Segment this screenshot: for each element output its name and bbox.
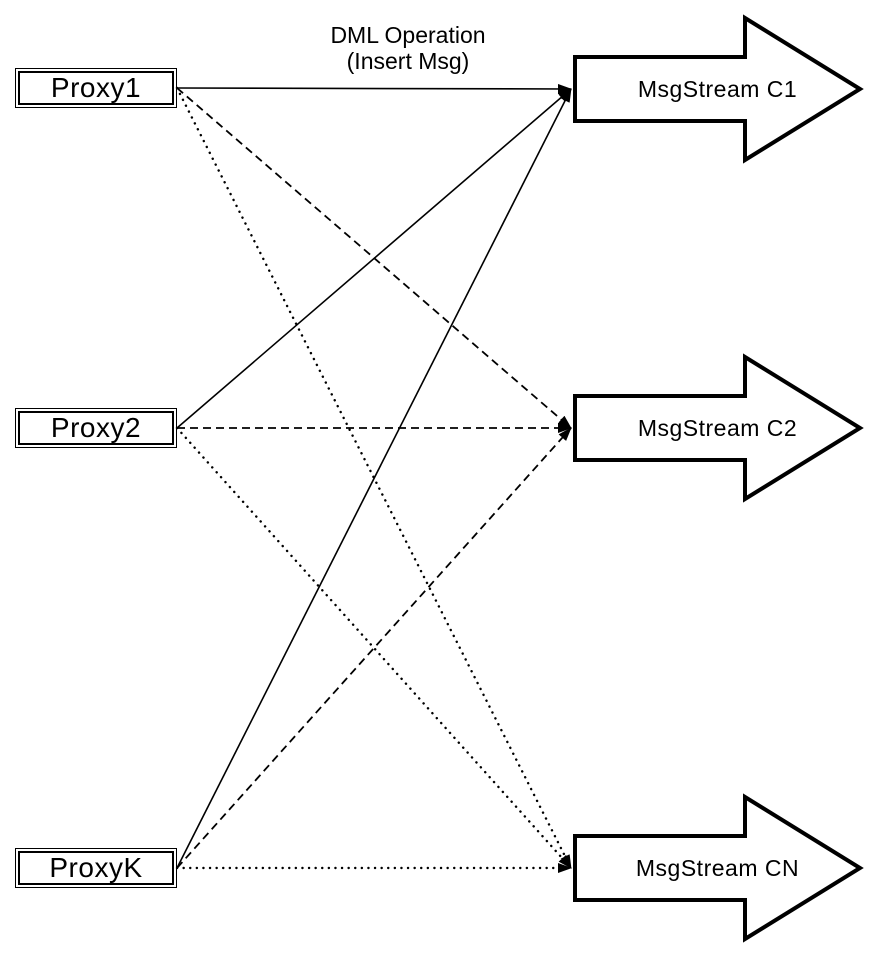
proxyk-node: ProxyK [15,848,177,888]
proxy2-label: Proxy2 [50,412,142,443]
connection-proxy1-to-c1-solid [176,83,572,94]
msgstream-c2-arrow-shape [573,353,864,503]
annotation-line-1: DML Operation [330,22,486,48]
annotation-line-2: (Insert Msg) [346,48,470,74]
proxy2-node: Proxy2 [15,408,177,448]
connection-proxyk-to-c1-solid [176,88,572,869]
msgstream-cn-arrow-shape [573,793,864,943]
connection-proxy2-to-cn-dotted [175,426,573,870]
msgstream-c1-arrow-shape [573,14,864,164]
proxy1-node: Proxy1 [15,68,177,108]
proxy1-label: Proxy1 [50,72,142,103]
connection-proxyk-to-c2-dashed [176,427,572,869]
connection-proxy1-to-c2-dashed [176,87,572,429]
dml-operation-annotation: DML Operation (Insert Msg) [330,22,485,74]
connection-proxy1-to-cn-dotted [175,86,573,870]
proxyk-label: ProxyK [49,852,143,883]
